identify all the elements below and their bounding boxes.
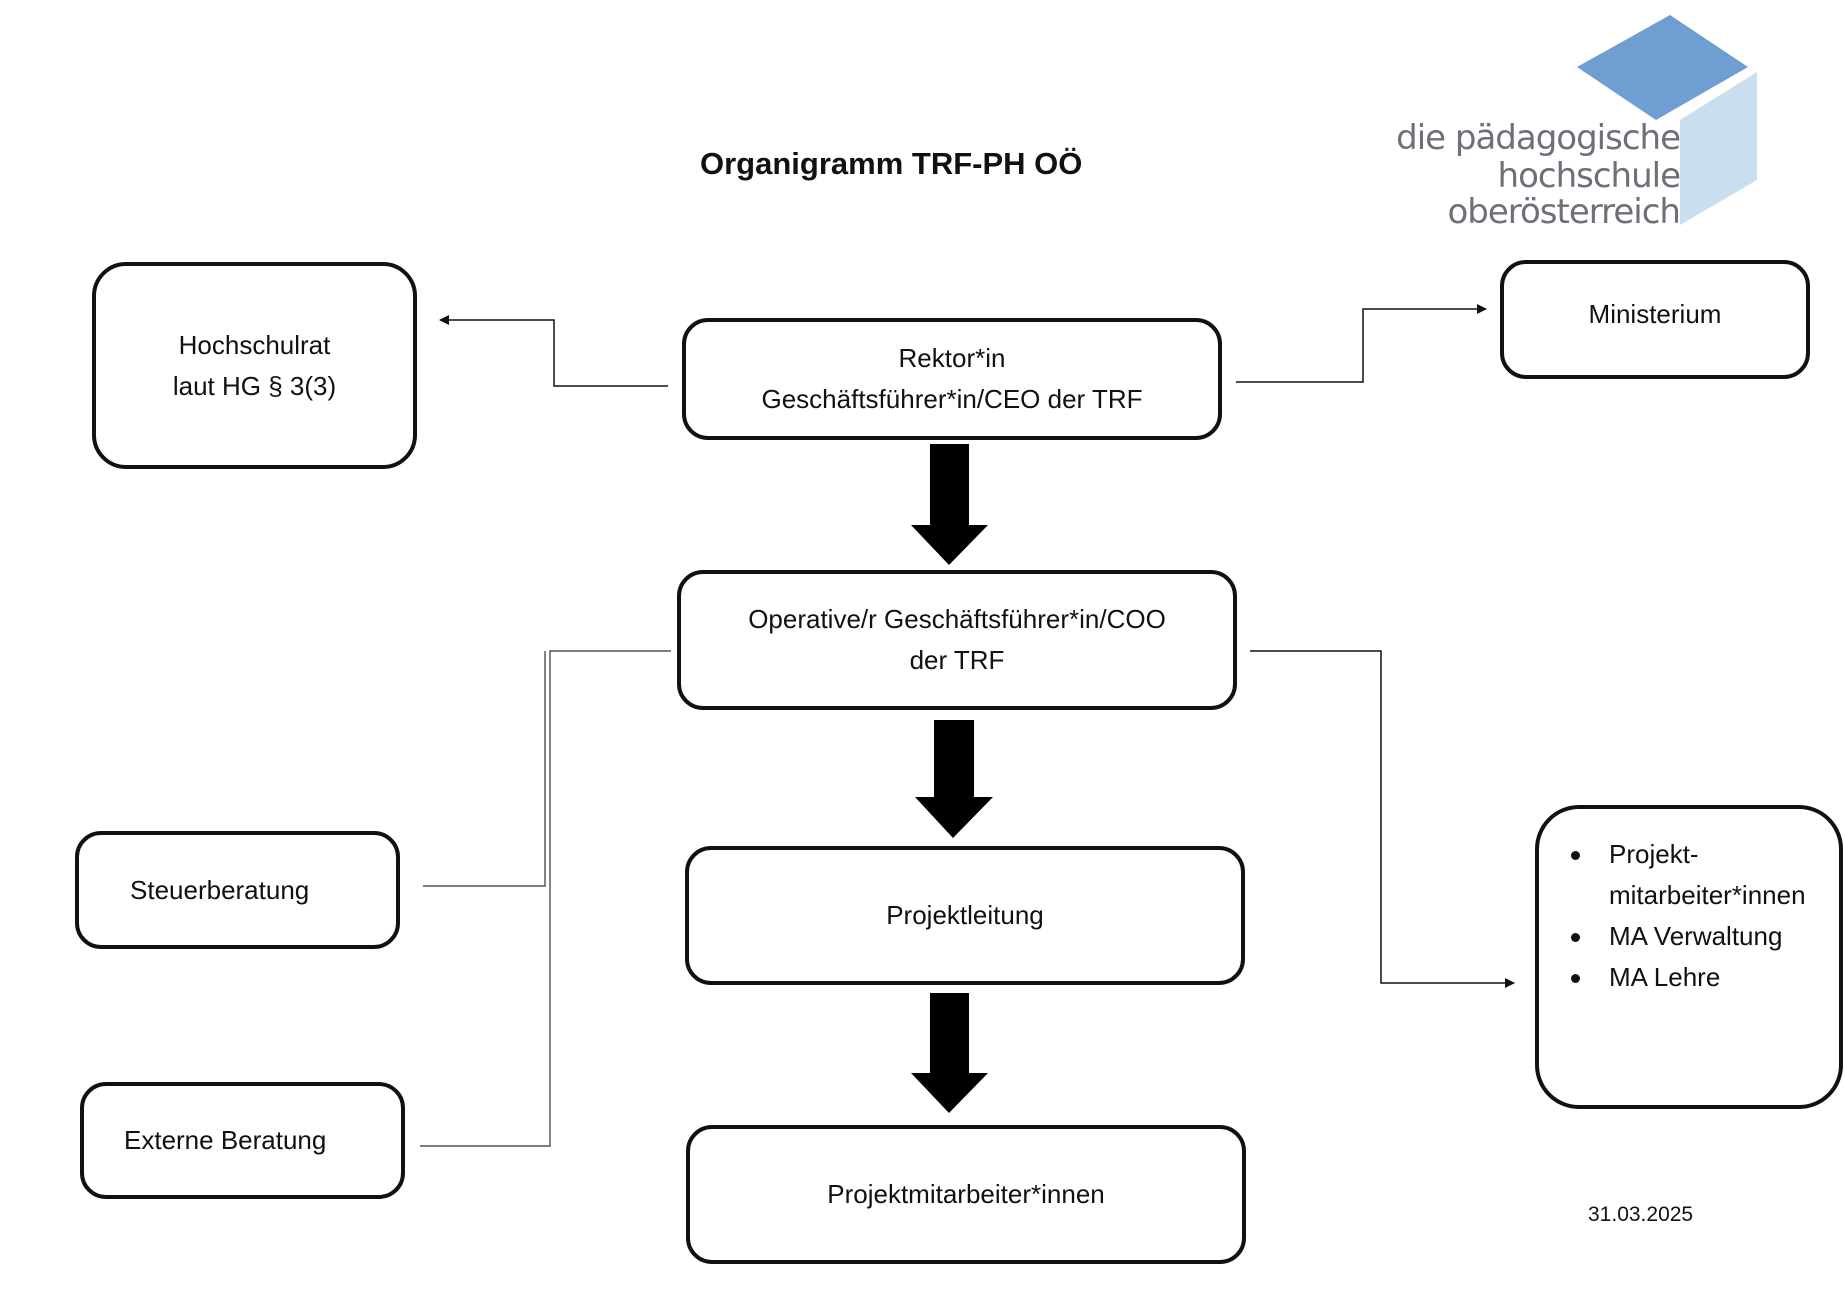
page-title: Organigramm TRF-PH OÖ [700,146,1083,181]
list-item: MA Lehre [1567,957,1806,998]
ministry-label: Ministerium [1588,299,1722,329]
connector-coo-advisors [420,650,671,1147]
institution-logo: die pädagogische hochschule oberösterrei… [1396,10,1760,232]
big-arrow-rector-coo [911,444,988,565]
cube-top-face [1577,15,1748,120]
cube-logo-icon [1577,15,1757,225]
logo-text-line2: hochschule [1497,156,1681,196]
council-label-line1: Hochschulrat [178,329,331,360]
external-advice-label: Externe Beratung [124,1125,327,1155]
staff-item-3-line1: MA Lehre [1609,962,1721,992]
connector-tax [423,651,546,887]
project-staff-label: Projektmitarbeiter*innen [827,1179,1105,1209]
big-arrow-projectlead-projectstaff [911,993,988,1113]
connector-rector-ministry [1236,304,1487,383]
rector-label-line2: Geschäftsführer*in/CEO der TRF [761,384,1143,414]
rector-label-line1: Rektor*in [898,343,1006,373]
staff-item-2-line1: MA Verwaltung [1609,921,1783,951]
tax-advice-label: Steuerberatung [130,874,310,905]
project-staff-box: Projektmitarbeiter*innen [686,1125,1246,1264]
coo-label-line1: Operative/r Geschäftsführer*in/COO [748,604,1166,634]
big-arrow-coo-projectlead [915,720,993,838]
council-box: Hochschulrat laut HG § 3(3) [92,262,417,469]
project-lead-box: Projektleitung [685,846,1245,985]
list-item: MA Verwaltung [1567,916,1806,957]
date-label: 31.03.2025 [1588,1203,1694,1226]
logo-text-line1: die pädagogische [1396,118,1681,158]
coo-label-line2: der TRF [909,645,1005,675]
staff-list: Projekt- mitarbeiter*innen MA Verwaltung… [1567,834,1806,998]
staff-item-1-line2: mitarbeiter*innen [1609,880,1806,910]
staff-list-box: Projekt- mitarbeiter*innen MA Verwaltung… [1535,805,1843,1109]
connector-coo-staff [1250,650,1515,988]
council-label-line2: laut HG § 3(3) [172,370,337,401]
cube-side-face [1680,72,1757,225]
tax-advice-box: Steuerberatung [75,831,400,949]
rector-box: Rektor*in Geschäftsführer*in/CEO der TRF [682,318,1222,440]
coo-box: Operative/r Geschäftsführer*in/COO der T… [677,570,1237,710]
ministry-box: Ministerium [1500,260,1810,379]
list-item: Projekt- mitarbeiter*innen [1567,834,1806,916]
connector-rector-council [439,315,668,387]
external-advice-box: Externe Beratung [80,1082,405,1199]
project-lead-label: Projektleitung [886,900,1044,930]
staff-item-1-line1: Projekt- [1609,839,1699,869]
logo-text-line3: oberösterreich [1447,192,1681,232]
